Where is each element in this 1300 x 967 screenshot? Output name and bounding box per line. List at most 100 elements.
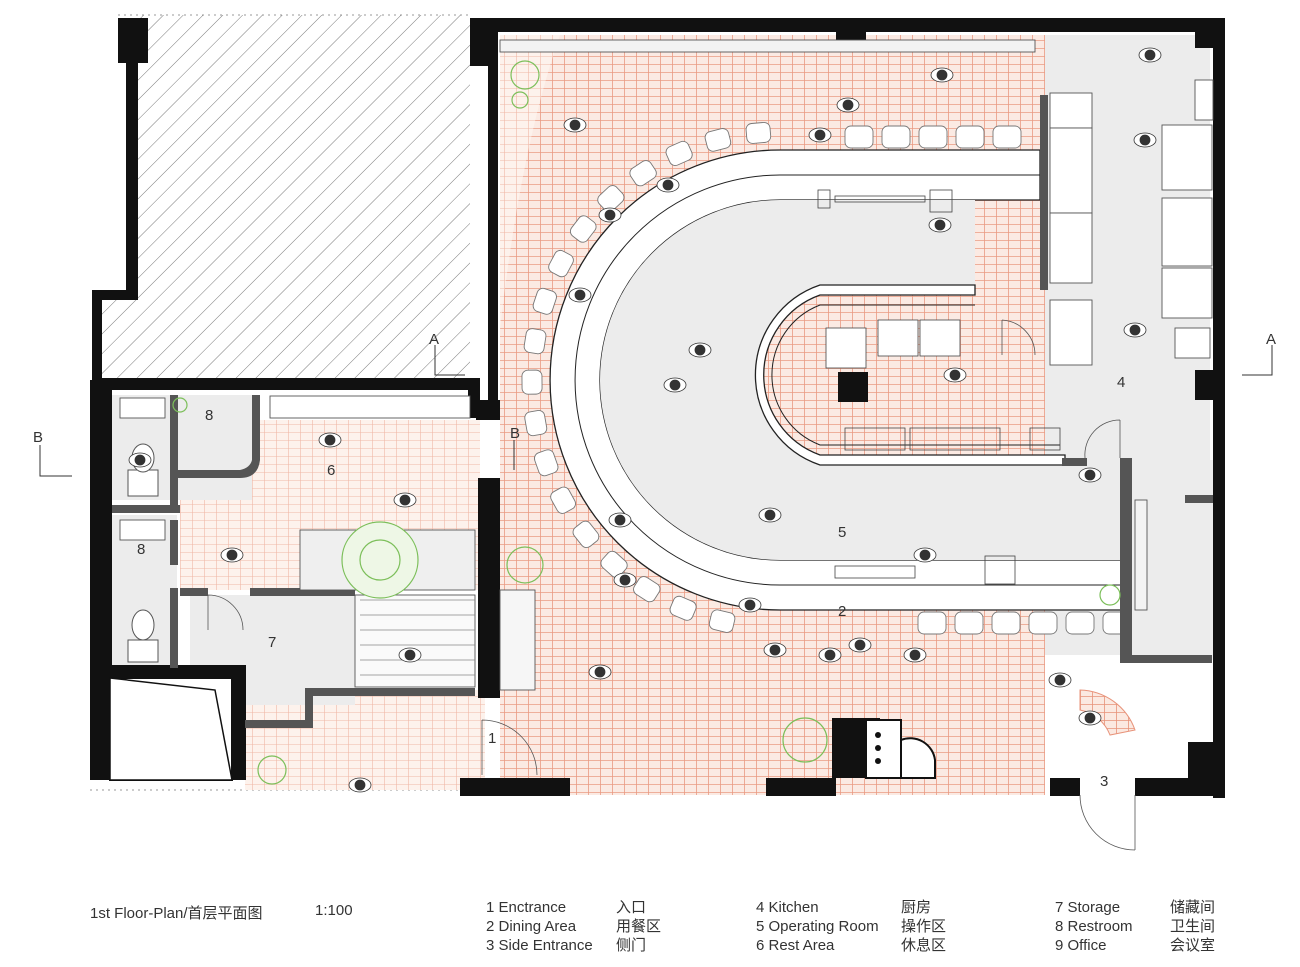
person-head [594,666,606,678]
bar-stool [708,609,736,633]
plants [172,60,1121,785]
person-head [662,179,674,191]
section-marker-a-left [434,345,465,376]
room-number-entrance: 1 [488,730,496,747]
person-head [744,599,756,611]
room-number-storage: 7 [268,634,276,651]
bar-stool [524,410,548,437]
interior-walls [112,95,1213,728]
person-head [936,69,948,81]
legend-item: 2 Dining Area 用餐区 [486,917,686,936]
bar-stool [521,369,543,395]
legend-label-zh: 休息区 [901,937,947,954]
person-head [1054,674,1066,686]
person-head [909,649,921,661]
void-area-hatched [102,15,470,378]
legend-label-zh: 厨房 [901,899,932,916]
person-head [604,209,616,221]
person-head [399,494,411,506]
legend-column-2: 4 Kitchen 厨房 5 Operating Room 操作区 6 Rest A… [756,898,966,955]
bar-stool [600,550,628,578]
bar-stool [534,449,559,477]
person-head [619,574,631,586]
section-label-b-left: B [33,429,43,446]
bar-stool [550,486,576,514]
legend-item: 3 Side Entrance 侧门 [486,936,686,955]
person-head [324,434,336,446]
person-head [934,219,946,231]
room-number-kitchen: 4 [1117,374,1125,391]
legend-label-zh: 侧门 [616,937,647,954]
legend-label-en: 8 Restroom [1055,918,1133,935]
bar-stool [745,121,772,144]
legend-label-zh: 操作区 [901,918,947,935]
person-head [694,344,706,356]
legend-label-en: 3 Side Entrance [486,937,593,954]
people [128,47,1162,793]
person-head [949,369,961,381]
bar-stool [665,140,693,166]
person-head [1084,469,1096,481]
legend-label-en: 4 Kitchen [756,899,819,916]
person-head [226,549,238,561]
legend-label-en: 6 Rest Area [756,937,835,954]
person-head [1084,712,1096,724]
legend-label-zh: 会议室 [1170,937,1216,954]
plan-title: 1st Floor-Plan/首层平面图 [90,905,263,922]
legend-item: 7 Storage 储藏间 [1055,898,1235,917]
toilets [127,443,159,663]
person-head [814,129,826,141]
legend-item: 9 Office 会议室 [1055,936,1235,955]
room-number-restroom-1: 8 [205,407,213,424]
legend-label-en: 9 Office [1055,937,1107,954]
doors [207,319,1136,851]
person-head [1144,49,1156,61]
office-block [865,719,936,779]
bar-stool [633,576,661,603]
legend-label-en: 2 Dining Area [486,918,577,935]
person-head [1139,134,1151,146]
bar-stool [704,128,732,152]
person-head [764,509,776,521]
room-number-restroom-2: 8 [137,541,145,558]
room-number-operating: 5 [838,524,846,541]
room-number-side-entrance: 3 [1100,773,1108,790]
section-marker-a-right [1242,345,1273,376]
stairs [360,599,475,676]
legend-item: 5 Operating Room 操作区 [756,917,966,936]
person-head [404,649,416,661]
legend-item: 4 Kitchen 厨房 [756,898,966,917]
person-head [614,514,626,526]
walls [90,18,1225,798]
legend-label-zh: 用餐区 [616,918,662,935]
bar-stool [597,185,625,213]
person-head [854,639,866,651]
bar-stool [669,595,697,621]
bar-stool [629,160,657,187]
legend-label-en: 7 Storage [1055,899,1121,916]
bar-stool [572,520,600,549]
person-head [669,379,681,391]
person-head [824,649,836,661]
legend-item: 6 Rest Area 休息区 [756,936,966,955]
legend-label-zh: 储藏间 [1170,899,1216,916]
person-head [1129,324,1141,336]
room-number-rest: 6 [327,462,335,479]
legend-label-zh: 卫生间 [1170,918,1216,935]
arc-stools [521,121,772,633]
kitchen-equipment [119,39,1214,691]
entrance-floor [245,690,485,790]
person-head [769,644,781,656]
legend-label-en: 5 Operating Room [756,918,879,935]
section-marker-b-left [39,445,72,477]
person-head [569,119,581,131]
bar-stools [844,125,1132,635]
bar-stool [532,287,557,315]
legend-label-zh: 入口 [616,899,647,916]
person-head [919,549,931,561]
room-number-dining: 2 [838,603,846,620]
bar-stool [569,215,597,243]
